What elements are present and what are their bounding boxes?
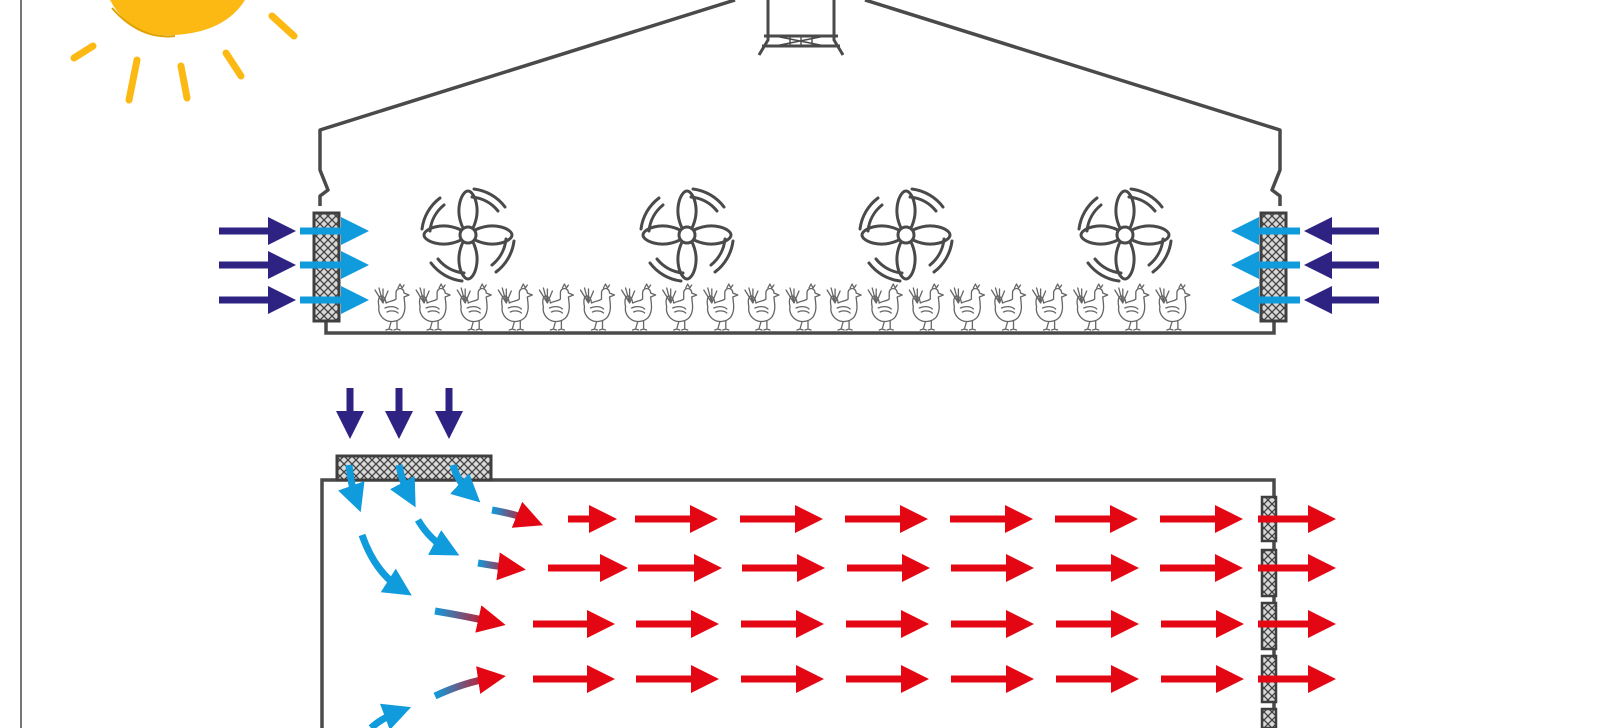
chicken-icon (744, 283, 780, 331)
chicken-icon (867, 283, 903, 331)
cooling-pad-icon (1260, 548, 1278, 598)
chicken-icon (990, 283, 1027, 331)
chicken-icon (703, 283, 739, 331)
warm-air-arrows (533, 505, 1336, 693)
chicken-icon (415, 283, 451, 331)
side-view-fans (420, 187, 1173, 283)
chicken-icon (1155, 283, 1191, 331)
fan-icon (858, 187, 954, 283)
chicken-icon (538, 283, 575, 331)
side-view-chickens (374, 283, 1191, 331)
chicken-icon (662, 283, 698, 331)
chicken-icon (1114, 283, 1150, 331)
cooling-pad-icon (1260, 707, 1278, 728)
chicken-icon (456, 283, 492, 331)
fan-icon (639, 187, 735, 283)
side-view-airflow (219, 217, 1379, 314)
sun-icon (70, 0, 298, 104)
barn-top-view (320, 388, 1336, 728)
chicken-icon (497, 283, 533, 331)
fan-icon (1077, 187, 1173, 283)
barn-side-view (219, 0, 1379, 335)
chicken-icon (1031, 283, 1068, 331)
roof-vent-icon (757, 0, 845, 56)
chicken-icon (908, 283, 944, 331)
chicken-icon (826, 283, 862, 331)
chicken-icon (785, 283, 821, 331)
chicken-icon (579, 283, 616, 331)
chicken-icon (949, 283, 986, 331)
top-view-inlet-arrows (336, 388, 463, 439)
exit-cooling-pads (1260, 495, 1278, 728)
chicken-icon (620, 283, 657, 331)
cooled-air-curves (338, 463, 543, 728)
chicken-icon (1073, 283, 1109, 331)
fan-icon (420, 187, 516, 283)
cooling-pad-top (335, 454, 493, 482)
chicken-icon (374, 283, 410, 331)
